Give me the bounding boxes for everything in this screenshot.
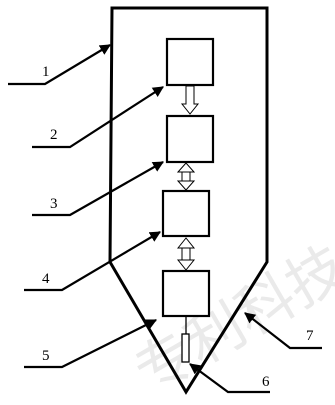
leader-2	[32, 86, 164, 149]
flow-arrow-double-icon-a	[176, 162, 196, 191]
label-1: 1	[42, 64, 50, 80]
module-box-2	[165, 114, 215, 164]
vessel-outline	[108, 6, 269, 395]
leader-3	[32, 161, 164, 217]
label-5: 5	[42, 348, 50, 364]
module-box-4	[161, 269, 211, 318]
leader-4	[24, 231, 161, 292]
leader-6	[189, 363, 270, 394]
leader-7	[244, 312, 322, 350]
leader-lines	[8, 44, 322, 394]
label-3: 3	[50, 196, 58, 212]
outlet-tube	[181, 333, 190, 363]
flow-arrow-down-icon	[180, 85, 200, 115]
label-6: 6	[262, 374, 270, 390]
module-box-3	[161, 189, 211, 238]
watermark: 专利科技	[123, 232, 335, 405]
flow-arrow-double-icon-b	[176, 237, 196, 271]
label-2: 2	[50, 127, 58, 143]
module-box-1	[165, 37, 215, 87]
svg-text:专利科技: 专利科技	[123, 232, 335, 405]
label-4: 4	[42, 271, 50, 287]
leader-5	[24, 319, 157, 369]
leader-1	[8, 44, 111, 86]
label-7: 7	[306, 328, 314, 344]
